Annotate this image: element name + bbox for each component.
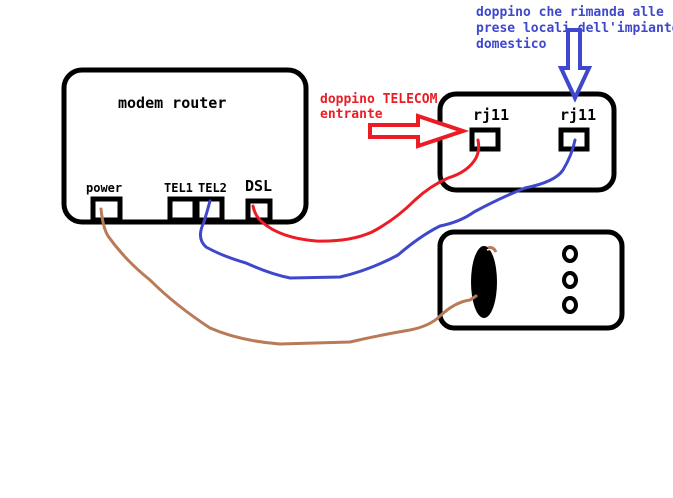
handset-icon[interactable] <box>471 246 497 318</box>
home-annotation-line3: domestico <box>476 37 547 52</box>
telecom-annotation: doppino TELECOM entrante <box>320 92 438 122</box>
modem-router-title: modem router <box>118 94 226 112</box>
rj11-right-label: rj11 <box>560 106 596 124</box>
port-power[interactable] <box>90 196 123 223</box>
power-wire <box>99 207 478 346</box>
telecom-annotation-line1: doppino TELECOM <box>320 92 438 107</box>
port-tel1[interactable] <box>167 196 198 223</box>
telephone <box>437 229 625 331</box>
home-wire <box>199 138 577 280</box>
telecom-annotation-line2: entrante <box>320 107 383 122</box>
wall-socket: rj11 rj11 <box>437 91 617 193</box>
telecom-arrow-icon <box>368 113 470 149</box>
telecom-wire <box>251 138 481 243</box>
phone-key-3[interactable] <box>562 296 578 314</box>
phone-key-2[interactable] <box>562 271 578 289</box>
port-label-tel2: TEL2 <box>198 181 227 195</box>
phone-key-1[interactable] <box>562 245 578 263</box>
port-label-power: power <box>86 181 122 195</box>
rj11-left-label: rj11 <box>473 106 509 124</box>
home-annotation-line1: doppino che rimanda alle <box>476 5 664 20</box>
handset-highlight <box>486 248 495 255</box>
telephone-body <box>437 229 625 331</box>
wall-socket-body <box>437 91 617 193</box>
modem-router: modem router power TEL1 TEL2 DSL <box>61 67 309 225</box>
handset-cord-top <box>487 246 498 253</box>
home-annotation: doppino che rimanda alle prese locali de… <box>476 5 673 52</box>
rj11-left-port[interactable] <box>469 127 501 152</box>
home-arrow-icon <box>557 28 593 103</box>
port-tel2[interactable] <box>194 196 225 223</box>
port-label-tel1: TEL1 <box>164 181 193 195</box>
home-annotation-line2: prese locali dell'impianto <box>476 21 673 36</box>
port-label-dsl: DSL <box>245 177 272 195</box>
